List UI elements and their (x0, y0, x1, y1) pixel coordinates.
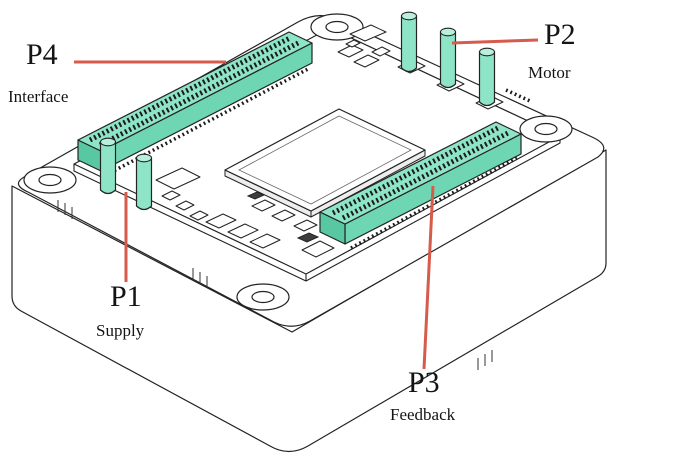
terminal-block (227, 223, 259, 239)
component (293, 219, 318, 232)
module-inset-outline (238, 115, 412, 205)
component (175, 200, 195, 211)
module-top (224, 108, 426, 212)
motor-pin (400, 11, 418, 73)
terminal-block (205, 213, 237, 229)
p2-motor-pins (400, 11, 496, 107)
label-p2: P2 (544, 18, 576, 51)
connector-top-face (319, 121, 522, 225)
motor-pin (478, 47, 496, 107)
connector-top-face (77, 31, 313, 152)
pin-top (478, 47, 496, 57)
supply-pin (99, 137, 117, 195)
caption-feedback: Feedback (390, 405, 456, 424)
mounting-boss-left (23, 166, 77, 194)
label-p3: P3 (408, 366, 440, 399)
mounting-boss-bottom (236, 283, 290, 311)
pin-top (400, 11, 418, 21)
pin-body (400, 15, 418, 73)
pin-top (439, 27, 457, 37)
enclosure-body (11, 149, 607, 453)
edge-details (57, 88, 531, 370)
leader-p3 (422, 185, 435, 370)
label-p1: P1 (110, 280, 142, 313)
pin-body (439, 31, 457, 89)
pin-top (135, 153, 153, 163)
terminal-block (249, 233, 281, 249)
component (271, 209, 296, 222)
caption-motor: Motor (528, 63, 571, 82)
mounting-boss-right (519, 115, 573, 143)
component (353, 54, 380, 68)
component (371, 46, 391, 57)
boss-hole (325, 20, 349, 34)
connector-p4-interface (77, 31, 313, 177)
pin-body (135, 157, 153, 211)
side-rib (57, 200, 73, 219)
component (189, 210, 209, 221)
leader-lines (74, 38, 539, 370)
pcb-edge (73, 136, 561, 282)
leader-p2 (451, 38, 539, 45)
pin-top (99, 137, 117, 147)
side-rib (192, 268, 208, 288)
som-module (224, 108, 426, 218)
mounting-bosses (23, 13, 573, 311)
boss-hole (534, 122, 558, 136)
supply-pin (135, 153, 153, 211)
motor-pin (439, 27, 457, 89)
component (161, 190, 181, 201)
ic-chip (155, 167, 201, 190)
pin-body (478, 51, 496, 107)
dark-chip (296, 232, 320, 243)
usb-connector (349, 24, 387, 42)
p1-supply-pins (99, 137, 153, 211)
component (337, 44, 364, 58)
pin-body (99, 141, 117, 195)
label-p4: P4 (26, 38, 58, 71)
boss-hole (251, 290, 275, 304)
component (301, 240, 335, 258)
caption-supply: Supply (96, 321, 145, 340)
dark-chip (246, 191, 266, 200)
component (345, 39, 361, 48)
side-rib (477, 350, 493, 370)
boss-hole (38, 173, 62, 187)
component (251, 199, 276, 212)
caption-interface: Interface (8, 87, 69, 106)
